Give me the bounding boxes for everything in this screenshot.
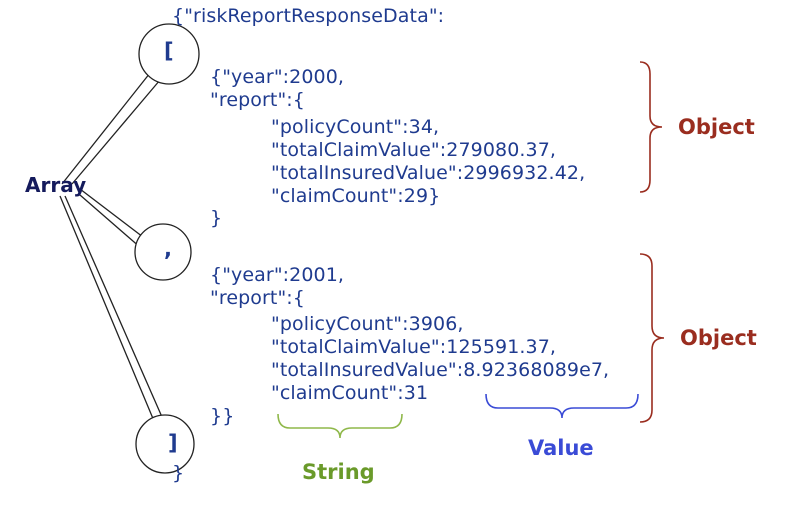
code-object-2-field-policy-count: "policyCount":3906,: [271, 313, 464, 335]
code-object-1-year: {"year":2000,: [210, 66, 345, 88]
code-array-open: [: [164, 39, 174, 63]
code-object-1-field-policy-count: "policyCount":34,: [271, 116, 440, 138]
code-root-close: }: [172, 462, 185, 484]
value-brace: [485, 393, 639, 419]
callout-line-array-open-a: [61, 72, 151, 185]
bubble-array-open: [138, 23, 200, 85]
label-array: Array: [25, 173, 87, 197]
code-object-1-report: "report":{: [210, 89, 305, 111]
object-brace-2: [639, 253, 665, 423]
code-object-2-close: }}: [210, 405, 235, 427]
code-comma: ,: [164, 237, 173, 261]
callout-line-array-open-b: [71, 79, 161, 185]
callout-line-array-close-b: [64, 195, 163, 418]
code-object-2-report: "report":{: [210, 287, 305, 309]
callout-lines: [59, 72, 163, 422]
bubble-comma: [134, 223, 192, 281]
code-object-2-year: {"year":2001,: [210, 264, 345, 286]
callout-line-comma-a: [79, 188, 144, 238]
label-object-2: Object: [680, 326, 757, 350]
label-object-1: Object: [678, 115, 755, 139]
code-object-1-field-total-claim-value: "totalClaimValue":279080.37,: [271, 139, 557, 161]
callout-bubbles: [134, 23, 200, 474]
code-root-open: {"riskReportResponseData":: [172, 5, 445, 27]
callout-line-array-close-a: [59, 195, 155, 422]
label-value: Value: [528, 436, 594, 460]
callout-line-comma-b: [79, 194, 142, 249]
bubble-array-close: [135, 414, 195, 474]
code-object-2-field-claim-count: "claimCount":31: [271, 382, 429, 404]
string-brace: [277, 413, 403, 439]
code-object-2-field-total-insured-value: "totalInsuredValue":8.92368089e7,: [271, 359, 610, 381]
code-object-1-close: }: [210, 207, 223, 229]
object-brace-1: [639, 61, 663, 193]
code-array-close: ]: [168, 431, 178, 455]
code-object-1-field-total-insured-value: "totalInsuredValue":2996932.42,: [271, 162, 586, 184]
code-object-1-field-claim-count: "claimCount":29}: [271, 185, 441, 207]
code-object-2-field-total-claim-value: "totalClaimValue":125591.37,: [271, 336, 557, 358]
label-string: String: [302, 460, 375, 484]
